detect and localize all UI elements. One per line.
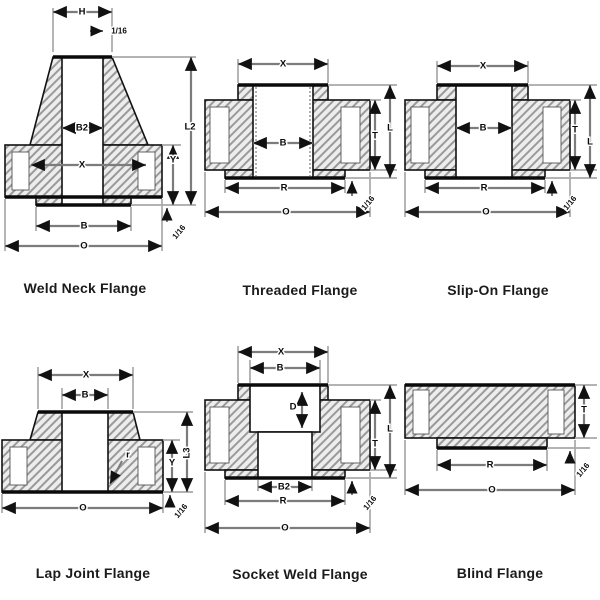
dim-sixteenth: 1/16 (164, 495, 191, 521)
dim-label-o: O (281, 523, 288, 534)
dim-label-x: X (480, 61, 487, 72)
blind-flange-diagram: R O T 1/16 (404, 383, 597, 497)
dim-label-o: O (80, 241, 87, 252)
dim-label-b: B (82, 390, 89, 401)
dim-sixteenth: 1/16 (564, 451, 593, 480)
dim-label-r: R (280, 496, 287, 507)
socket-weld-flange-diagram: X B D B2 R (204, 345, 397, 535)
dim-label-sixteenth: 1/16 (575, 461, 592, 479)
caption-weld-neck-flange: Weld Neck Flange (23, 280, 147, 296)
dim-T-L: T L (328, 84, 397, 179)
lap-joint-bore (61, 411, 109, 493)
dim-Y-L2: Y L2 (112, 56, 198, 206)
caption-lap-joint-flange: Lap Joint Flange (35, 565, 151, 581)
dim-label-radius: r (126, 450, 130, 461)
dim-O: O (204, 172, 371, 219)
dim-label-b: B (81, 221, 88, 232)
blind-flange-plate (404, 384, 576, 439)
caption-threaded-flange: Threaded Flange (242, 282, 358, 298)
dim-label-d: D (290, 402, 297, 413)
dim-sixteenth: 1/16 (546, 181, 580, 213)
dim-label-t: T (372, 131, 378, 142)
dim-label-r: R (281, 183, 288, 194)
dim-R: R (424, 180, 546, 195)
dim-O: O (4, 199, 163, 253)
lap-joint-flange-diagram: X B r Y L3 O (1, 367, 194, 521)
dim-label-sixteenth: 1/16 (362, 494, 379, 512)
dim-label-b: B (280, 138, 287, 149)
dim-O: O (404, 440, 576, 497)
threaded-bore (252, 84, 314, 179)
dim-label-h: H (79, 7, 86, 18)
dim-label-o: O (488, 485, 495, 496)
dim-T-L: T L (528, 84, 597, 179)
caption-blind-flange: Blind Flange (456, 565, 544, 581)
caption-slip-on-flange: Slip-On Flange (447, 282, 549, 298)
dim-label-sixteenth: 1/16 (360, 194, 377, 212)
dim-label-r: R (487, 460, 494, 471)
dim-B2: B2 (257, 480, 313, 494)
dim-R: R (436, 450, 548, 472)
dim-H: H (52, 5, 113, 52)
dim-O: O (1, 494, 164, 515)
dim-B: B (35, 207, 132, 233)
dim-label-x: X (280, 59, 287, 70)
dim-label-x: X (79, 160, 86, 171)
dim-label-sixteenth: 1/16 (562, 194, 579, 212)
dim-label-b2: B2 (76, 123, 88, 134)
threaded-flange-diagram: X B R O T L (204, 57, 397, 219)
dim-X: X (237, 57, 329, 83)
dim-label-sixteenth: 1/16 (173, 502, 190, 520)
dim-label-t: T (372, 439, 378, 450)
dim-R: R (224, 480, 346, 508)
dim-B: B (249, 360, 321, 383)
dim-sixteenth: 1/16 (346, 481, 380, 513)
dim-label-b2: B2 (278, 482, 290, 493)
dim-X: X (37, 367, 134, 409)
dim-label-t: T (581, 405, 587, 416)
dim-label-t: T (572, 125, 578, 136)
dim-X: X (436, 59, 529, 83)
dim-label-l: L (387, 123, 393, 134)
dim-R: R (224, 180, 346, 195)
dim-label-sixteenth-top: 1/16 (111, 27, 127, 36)
dim-label-b: B (277, 363, 284, 374)
dim-T-L: T L (328, 384, 397, 479)
dim-label-o: O (482, 207, 489, 218)
dim-label-l2: L2 (184, 122, 195, 133)
dim-sixteenth: 1/16 (346, 181, 378, 213)
dim-label-x: X (83, 370, 90, 381)
dim-X: X (237, 345, 329, 383)
dim-sixteenth-face: 1/16 (161, 208, 189, 242)
dim-T: T (547, 384, 597, 449)
dim-label-l: L (387, 424, 393, 435)
dim-Y-L3: Y L3 (133, 411, 194, 493)
dim-label-x: X (278, 347, 285, 358)
dim-label-sixteenth-face: 1/16 (171, 223, 188, 241)
dim-sixteenth-top: 1/16 (90, 25, 129, 37)
dim-label-o: O (282, 207, 289, 218)
dim-label-y: Y (170, 155, 177, 166)
caption-socket-weld-flange: Socket Weld Flange (232, 566, 368, 582)
socket-weld-bore (257, 431, 313, 479)
weld-neck-flange-diagram: H 1/16 B2 X Y L2 B (4, 5, 198, 253)
dim-label-b: B (480, 123, 487, 134)
dim-O: O (204, 472, 371, 535)
dim-D: D (288, 392, 309, 428)
dim-O: O (404, 172, 571, 219)
dim-label-y: Y (169, 458, 176, 469)
dim-label-l3: L3 (182, 447, 193, 458)
dim-r: r (109, 448, 132, 485)
socket-weld-socket (249, 384, 321, 433)
dim-label-o: O (79, 503, 86, 514)
dim-label-l: L (587, 137, 593, 148)
slip-on-flange-diagram: X B R O T L (404, 59, 597, 219)
dim-label-r: R (481, 183, 488, 194)
dim-B: B (61, 388, 109, 409)
